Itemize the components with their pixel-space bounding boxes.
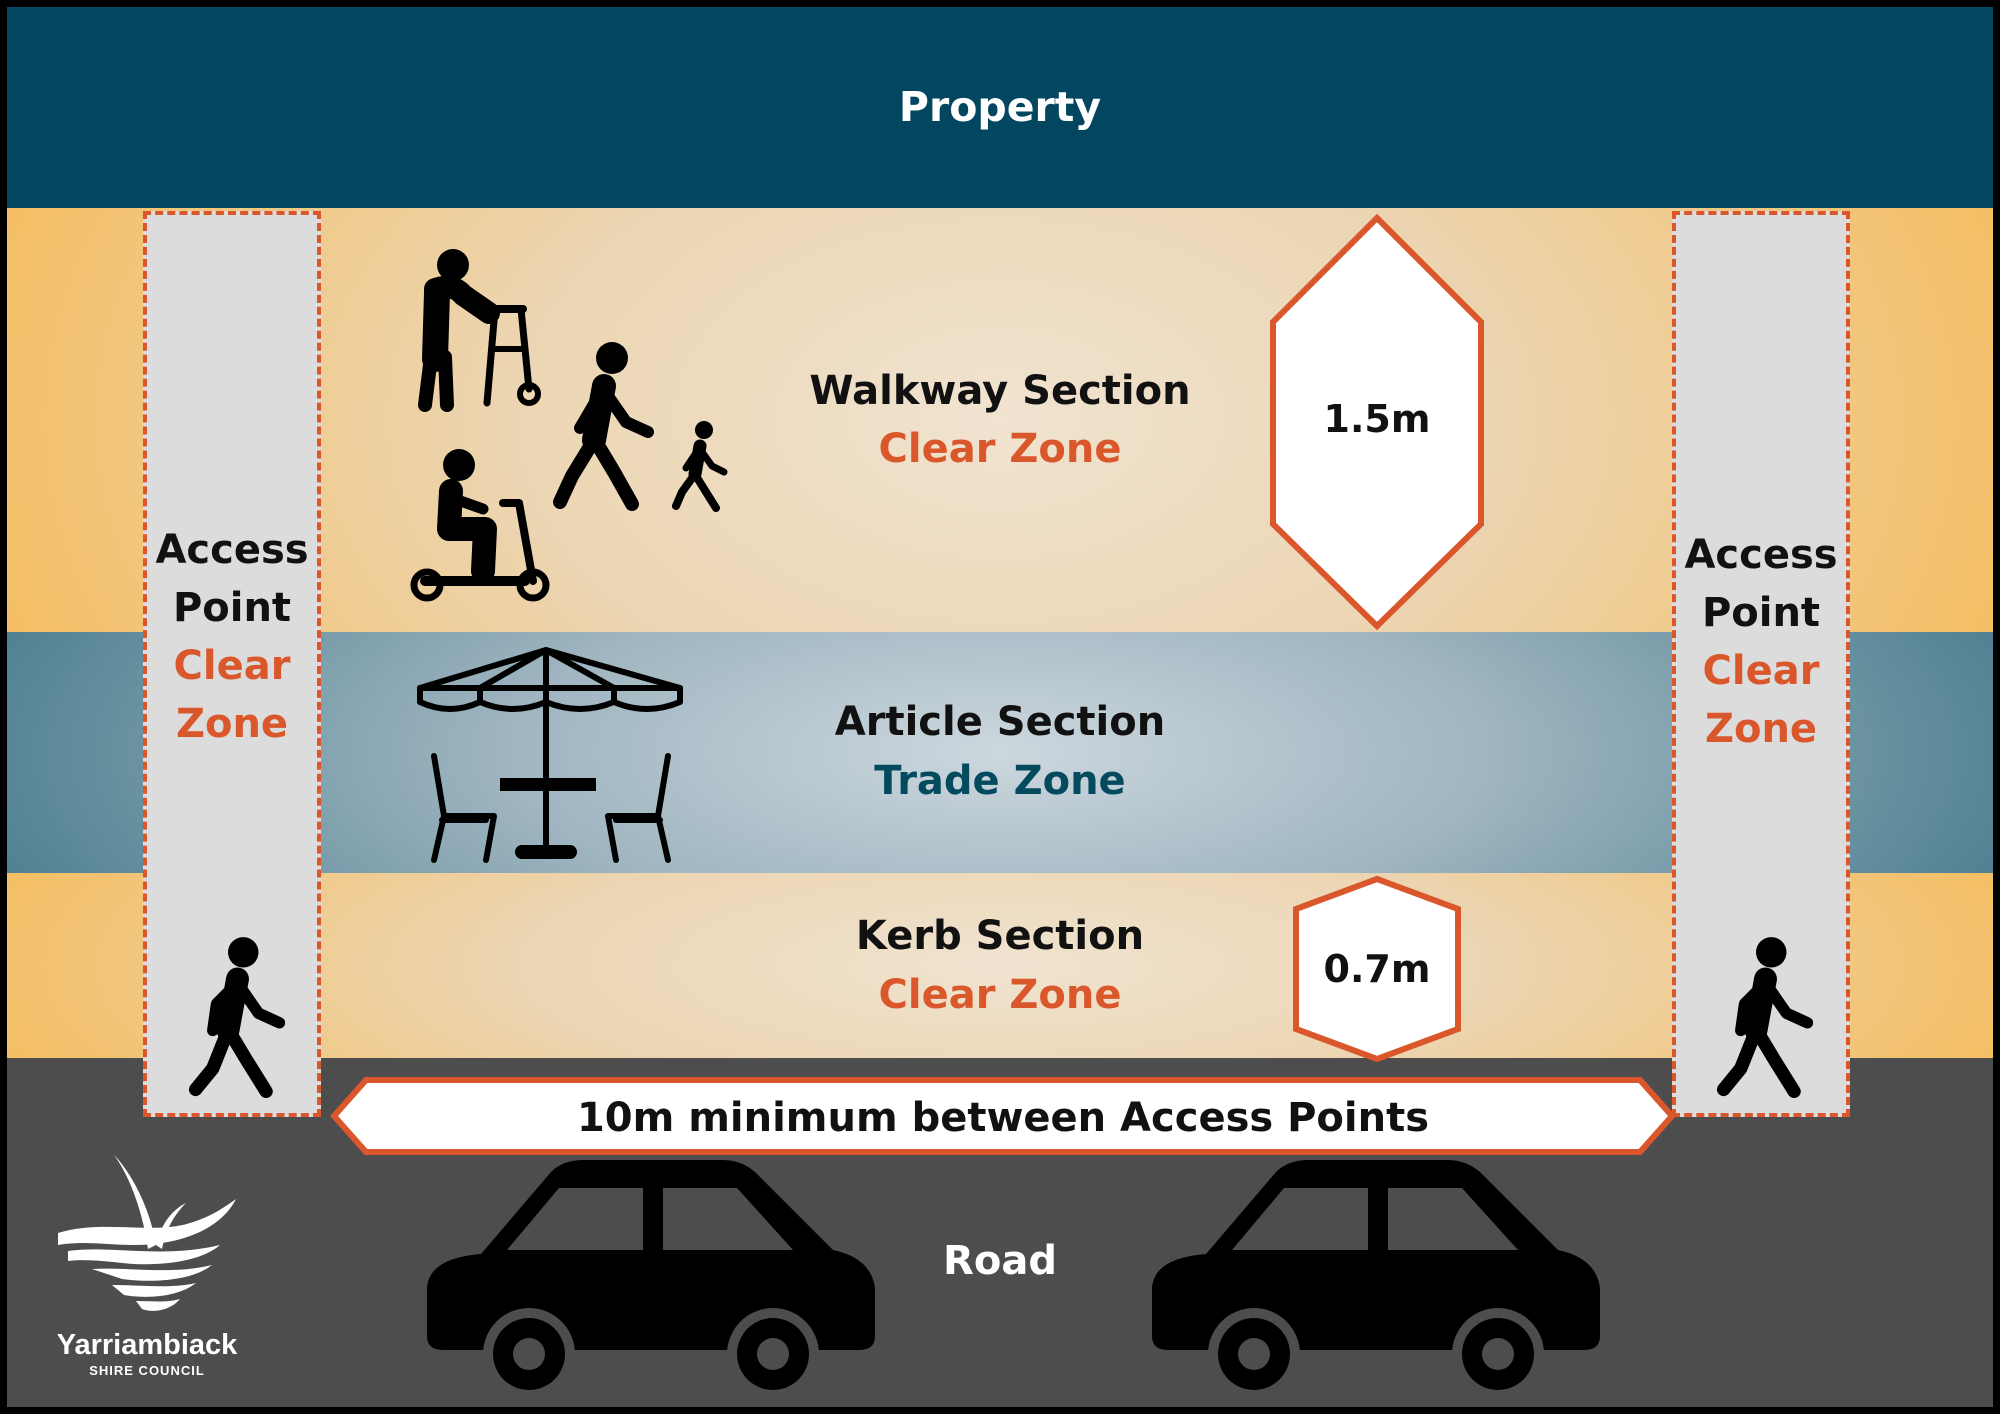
article-section-band [7,632,1993,873]
road-label: Road [943,1238,1057,1284]
access-left-line3: Clear [173,643,291,689]
article-section-title: Article Section [834,699,1166,745]
council-logo-subtitle: SHIRE COUNCIL [89,1363,205,1378]
access-right-line2: Point [1701,590,1821,636]
access-point-left: Access Point Clear Zone [143,211,321,1117]
access-right-line4: Zone [1704,706,1818,752]
car-right-icon [1152,1160,1600,1400]
walkway-width-label: 1.5m [1323,397,1431,441]
distance-banner-shape [330,1077,1676,1155]
scooter-rider-icon [410,449,550,602]
access-left-line4: Zone [175,701,289,747]
property-band: Property [7,7,1993,208]
access-point-right: Access Point Clear Zone [1672,211,1850,1117]
article-trade-zone-label: Trade Zone [874,758,1126,804]
access-left-line2: Point [172,585,292,631]
kerb-section-title: Kerb Section [855,913,1145,959]
kerb-clear-zone-label: Clear Zone [878,972,1122,1018]
kerb-section-band [7,873,1993,1058]
kerb-width-label: 0.7m [1323,947,1431,991]
walkway-section-title: Walkway Section [809,368,1191,414]
walkway-section-band [7,208,1993,632]
walking-person-icon [553,342,654,511]
pedestrian-right-icon [1716,937,1814,1099]
distance-banner-text: 10m minimum between Access Points [576,1095,1430,1141]
diagram-frame: Property Walkway Section Clear Zone Arti… [7,7,1993,1407]
walkway-width-hexagon [1270,213,1484,631]
kerb-width-hexagon [1293,875,1461,1063]
walkway-clear-zone-label: Clear Zone [878,426,1122,472]
pedestrian-left-icon [188,937,286,1099]
car-left-icon [427,1160,875,1400]
council-logo-name: Yarriambiack [56,1329,238,1361]
cafe-table-umbrella-icon [417,647,683,863]
access-right-line1: Access [1684,532,1838,578]
walker-person-icon [418,249,541,412]
property-label: Property [898,83,1102,131]
access-left-line1: Access [155,527,309,573]
child-walking-icon [672,421,728,512]
council-logo-icon [58,1155,236,1311]
access-right-line3: Clear [1702,648,1820,694]
